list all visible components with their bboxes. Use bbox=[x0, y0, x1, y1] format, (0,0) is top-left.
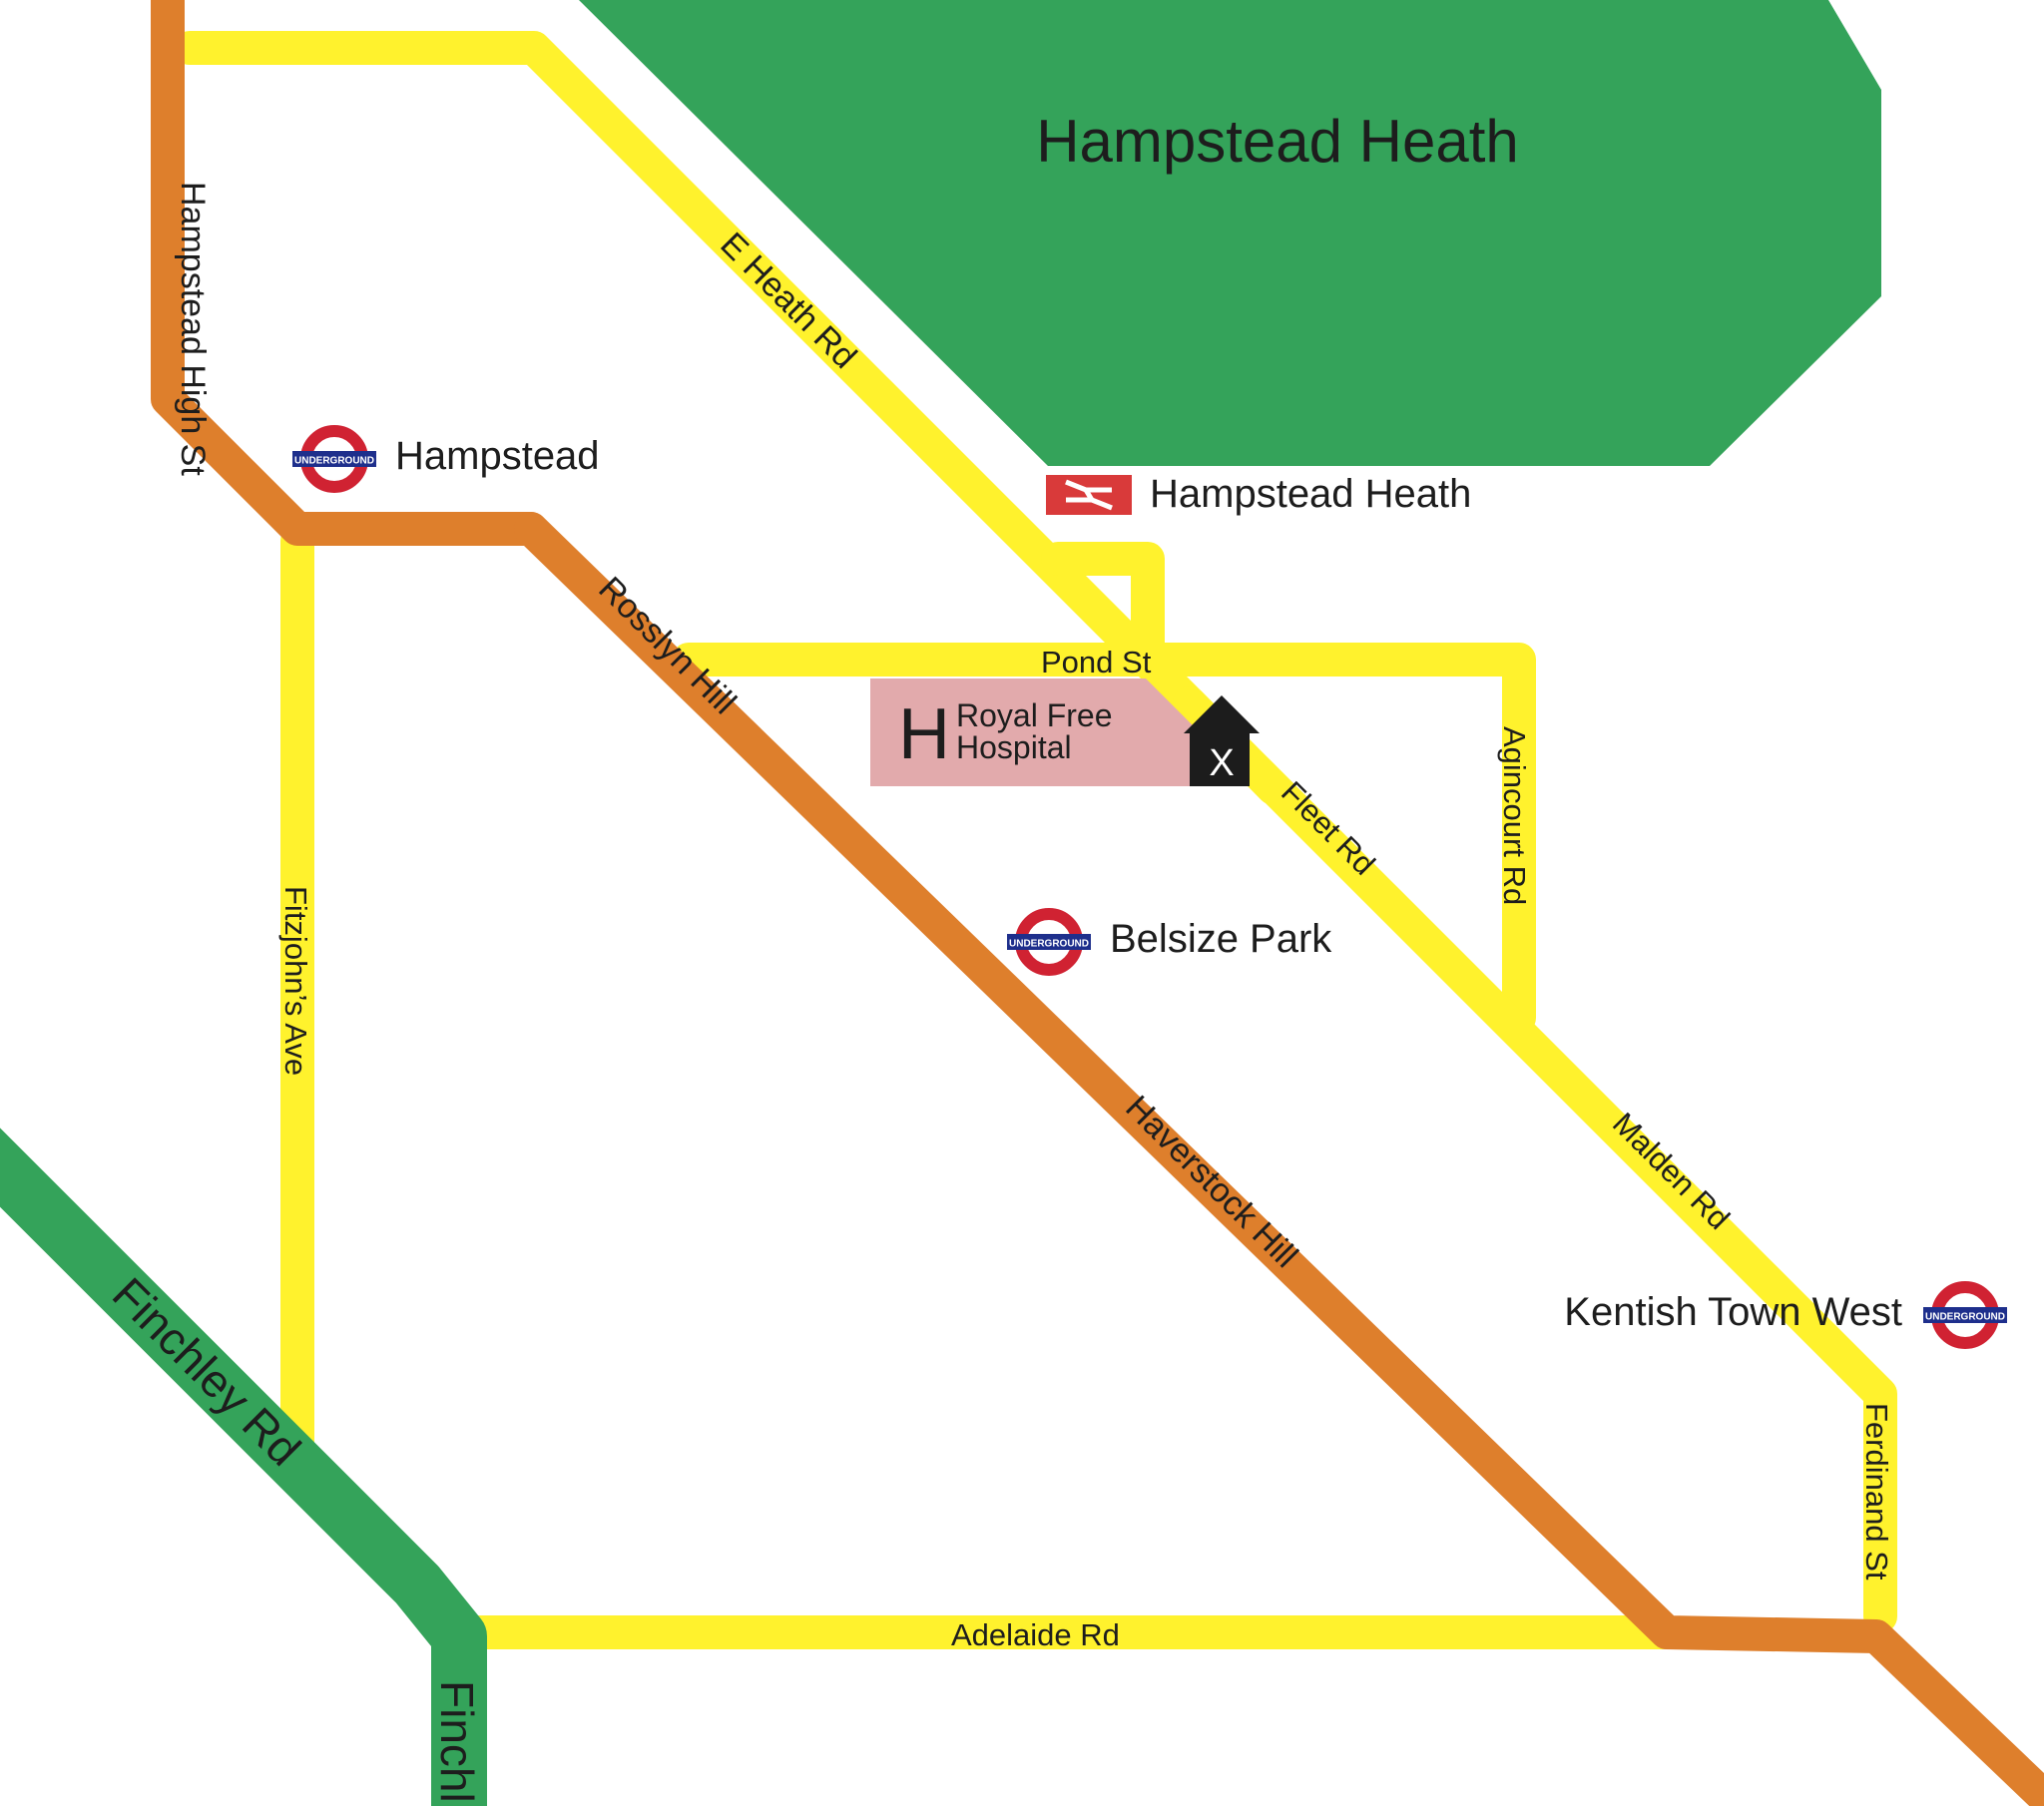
hampstead-heath-spur-road bbox=[1041, 542, 1165, 676]
location-marker[interactable]: X bbox=[1184, 695, 1260, 786]
station-kentish-town-west[interactable]: UNDERGROUND Kentish Town West bbox=[1564, 1281, 2007, 1349]
label-adelaide-rd: Adelaide Rd bbox=[951, 1617, 1120, 1652]
label-finchley-rd: Finchley Rd bbox=[103, 1267, 311, 1476]
underground-roundel-icon: UNDERGROUND bbox=[1007, 908, 1091, 976]
location-marker-icon[interactable] bbox=[1184, 695, 1260, 786]
label-haverstock-hill: Haverstock Hill bbox=[1118, 1089, 1304, 1275]
hampstead-high-st-road bbox=[151, 0, 548, 546]
svg-text:UNDERGROUND: UNDERGROUND bbox=[294, 456, 374, 467]
hospital-name-line1: Royal Free bbox=[956, 697, 1113, 733]
national-rail-icon bbox=[1046, 475, 1132, 515]
label-ferdinand-st: Ferdinand St bbox=[1859, 1403, 1894, 1580]
hospital-h-icon: H bbox=[898, 694, 950, 774]
hospital-name-line2: Hospital bbox=[956, 729, 1072, 765]
location-marker-label: X bbox=[1209, 742, 1234, 784]
a-roads bbox=[0, 1128, 487, 1806]
label-hampstead-high-st: Hampstead High St bbox=[174, 182, 212, 476]
label-pond-st: Pond St bbox=[1041, 645, 1152, 679]
hospital-area bbox=[870, 678, 1238, 786]
label-finchley-rd-partial: Finchl bbox=[431, 1680, 483, 1803]
svg-text:UNDERGROUND: UNDERGROUND bbox=[1009, 939, 1089, 950]
station-belsize-park[interactable]: UNDERGROUND Belsize Park bbox=[1007, 908, 1332, 976]
svg-text:UNDERGROUND: UNDERGROUND bbox=[1925, 1312, 2005, 1323]
finchley-rd-road bbox=[0, 1128, 487, 1806]
hampstead-heath-park bbox=[579, 0, 1881, 466]
label-hampstead-heath-park: Hampstead Heath bbox=[1036, 108, 1519, 175]
major-roads bbox=[151, 0, 2044, 1806]
malden-rd-road bbox=[1173, 686, 1897, 1633]
label-fitzjohns-ave: Fitzjohn’s Ave bbox=[278, 886, 313, 1076]
station-hampstead[interactable]: UNDERGROUND Hampstead bbox=[292, 425, 600, 493]
rosslyn-haverstock-hill-road bbox=[514, 512, 2044, 1806]
underground-roundel-icon: UNDERGROUND bbox=[292, 425, 376, 493]
station-label-hampstead-heath: Hampstead Heath bbox=[1150, 472, 1471, 516]
pond-st-road bbox=[672, 643, 1536, 1035]
royal-free-hospital: H Royal Free Hospital bbox=[870, 678, 1238, 786]
label-malden-rd: Malden Rd bbox=[1606, 1106, 1737, 1236]
station-label-kentish-town-west: Kentish Town West bbox=[1564, 1290, 1902, 1334]
station-label-hampstead: Hampstead bbox=[395, 434, 600, 478]
station-label-belsize-park: Belsize Park bbox=[1110, 917, 1332, 961]
label-agincourt-rd: Agincourt Rd bbox=[1497, 726, 1532, 905]
underground-roundel-icon: UNDERGROUND bbox=[1923, 1281, 2007, 1349]
station-hampstead-heath[interactable]: Hampstead Heath bbox=[1046, 472, 1471, 516]
